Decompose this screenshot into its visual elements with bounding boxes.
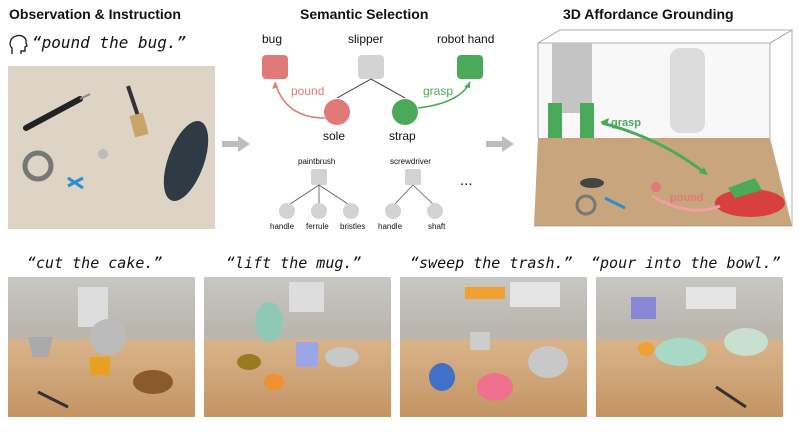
flow-arrow-2 <box>486 136 514 152</box>
label-ferrule: ferrule <box>306 222 329 231</box>
label-paintbrush: paintbrush <box>298 157 336 166</box>
label-slipper: slipper <box>348 32 384 46</box>
node-slipper <box>358 55 384 79</box>
node-sole <box>324 99 350 125</box>
instruction-text: “pound the bug.” <box>32 33 187 52</box>
observation-title: Observation & Instruction <box>9 6 181 22</box>
task-pour-bowl: “pour into the bowl.” <box>591 254 781 272</box>
grounding-label-pound: pound <box>670 192 704 204</box>
semantic-graph <box>262 55 483 219</box>
label-handle-1: handle <box>270 222 295 231</box>
photo-cut-cake <box>8 277 195 417</box>
head-speaking-icon <box>9 34 28 54</box>
label-handle-2: handle <box>378 222 403 231</box>
task-lift-mug: “lift the mug.” <box>226 254 362 272</box>
label-shaft: shaft <box>428 222 446 231</box>
graph-ellipsis: ... <box>460 172 473 189</box>
label-bristles: bristles <box>340 222 366 231</box>
photo-lift-mug <box>204 277 391 417</box>
flow-arrow-1 <box>222 136 250 152</box>
label-sole: sole <box>323 129 346 143</box>
task-sweep-trash: “sweep the trash.” <box>410 254 573 272</box>
label-robot-hand: robot hand <box>437 32 495 46</box>
grounding-label-grasp: grasp <box>611 117 641 129</box>
node-bug <box>262 55 288 79</box>
photo-pour-bowl <box>596 277 783 417</box>
label-strap: strap <box>389 129 416 143</box>
task-cut-cake: “cut the cake.” <box>27 254 163 272</box>
selection-title: Semantic Selection <box>300 6 429 22</box>
node-robot-hand <box>457 55 483 79</box>
node-strap <box>392 99 418 125</box>
observation-photo <box>8 66 215 229</box>
photo-sweep-trash <box>400 277 587 417</box>
edge-pound: pound <box>291 84 325 98</box>
grounding-scene <box>534 29 794 227</box>
label-screwdriver: screwdriver <box>390 157 431 166</box>
grounding-title: 3D Affordance Grounding <box>563 6 734 22</box>
label-bug: bug <box>262 32 283 46</box>
edge-grasp: grasp <box>423 84 454 98</box>
